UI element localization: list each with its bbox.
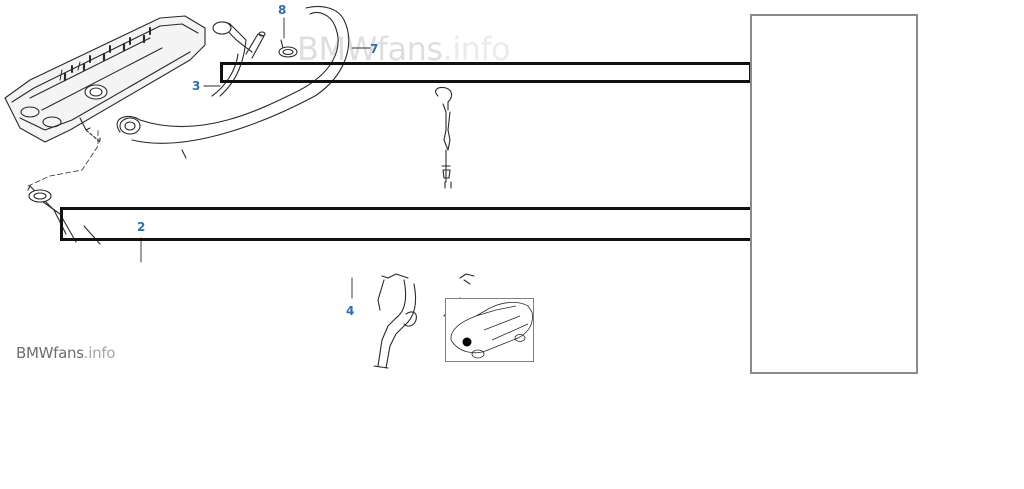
watermark-brand: BMW [16,344,54,362]
watermark-suffix: .info [442,30,511,68]
valve-cover-drawing [4,15,206,143]
callout-7[interactable]: 7 [370,42,379,56]
watermark-middle: fans [376,30,443,68]
callout-4[interactable]: 4 [346,304,355,318]
watermark-brand: BMW [297,30,377,68]
leader-lines [140,17,371,299]
watermark-faint: BMWfans.info [297,30,511,68]
highlight-part-2[interactable] [60,207,758,241]
parts-list-panel [750,14,918,374]
callout-2[interactable]: 2 [137,220,146,234]
watermark-suffix: .info [83,344,116,362]
watermark-logo: BMWfans.info [16,344,115,362]
callout-8[interactable]: 8 [278,3,287,17]
vehicle-location-thumbnail[interactable] [445,298,534,362]
pipe-2-drawing [27,129,101,245]
dipstick-drawing [435,86,453,189]
pipe-3-drawing [116,5,350,159]
watermark-middle: fans [53,344,84,362]
clamp-8-drawing [278,39,298,58]
callout-3[interactable]: 3 [192,79,201,93]
